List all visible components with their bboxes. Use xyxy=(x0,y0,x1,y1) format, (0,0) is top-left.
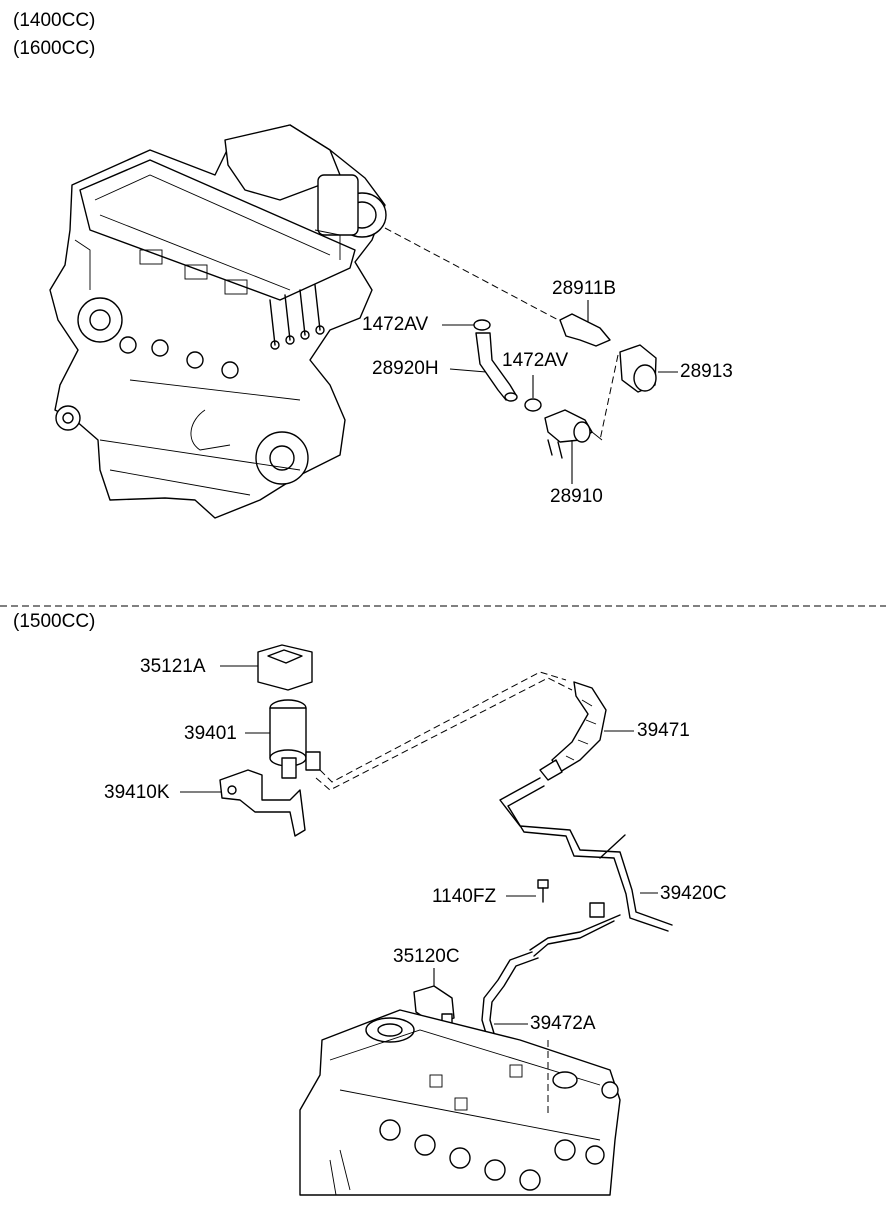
engine-assembly-bottom xyxy=(299,1009,621,1196)
part-label-28910: 28910 xyxy=(550,486,603,507)
hose-39471 xyxy=(539,681,634,781)
part-label-28920h: 28920H xyxy=(372,358,439,379)
part-label-39420c: 39420C xyxy=(660,883,727,904)
part-label-28911b: 28911B xyxy=(552,278,617,299)
engine-label-1600cc: (1600CC) xyxy=(13,38,96,59)
part-label-35121a: 35121A xyxy=(140,656,206,677)
part-label-1472av-a: 1472AV xyxy=(362,314,429,335)
bolt-1140fz xyxy=(506,879,549,903)
engine-label-1400cc: (1400CC) xyxy=(13,10,96,31)
pipe-39420c xyxy=(499,777,673,957)
part-label-35120c: 35120C xyxy=(393,946,460,967)
leader-dashed-solenoid-2 xyxy=(319,671,567,783)
clamp-1472av-a xyxy=(442,319,491,331)
valve-39401 xyxy=(245,699,321,779)
valve-28910 xyxy=(544,409,603,484)
engine-label-1500cc: (1500CC) xyxy=(13,611,96,632)
part-label-39471: 39471 xyxy=(637,720,690,741)
cover-35121a xyxy=(220,644,313,691)
part-label-1472av-b: 1472AV xyxy=(502,350,569,371)
part-label-39401: 39401 xyxy=(184,723,237,744)
part-label-28913: 28913 xyxy=(680,361,733,382)
hose-39472a xyxy=(481,951,539,1041)
engine-assembly-top xyxy=(49,124,387,519)
leader-dashed-throttle xyxy=(384,227,563,323)
part-label-39410k: 39410K xyxy=(104,782,170,803)
bracket-28911b xyxy=(559,300,611,347)
hose-28920h xyxy=(449,332,518,402)
sensor-35120c xyxy=(413,968,455,1027)
bracket-39410k xyxy=(180,769,306,837)
fitting-28913 xyxy=(599,344,678,441)
leader-dashed-solenoid xyxy=(315,677,573,791)
part-label-1140fz: 1140FZ xyxy=(432,886,497,907)
part-label-39472a: 39472A xyxy=(530,1013,596,1034)
clamp-1472av-b xyxy=(524,375,542,412)
